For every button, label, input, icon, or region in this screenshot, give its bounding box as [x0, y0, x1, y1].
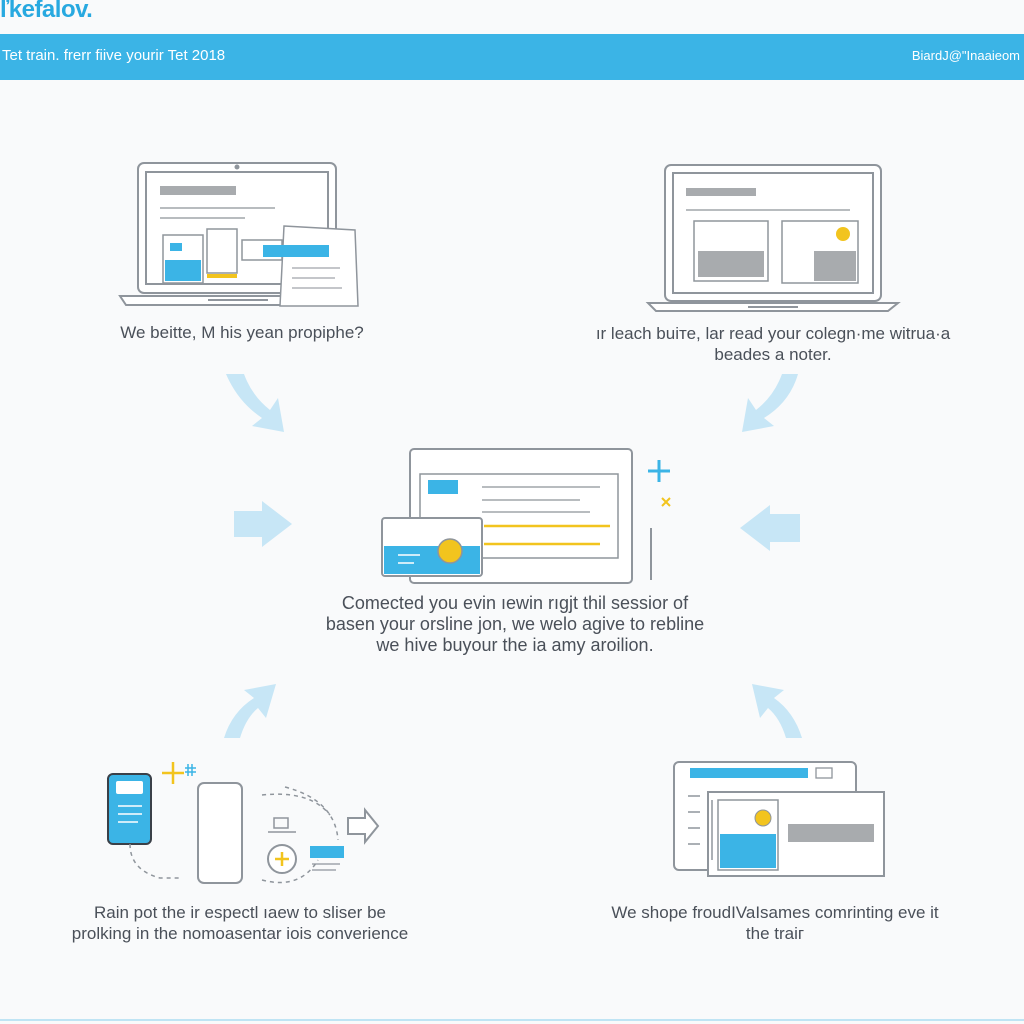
header-banner: Tet train. frerr fiive yourir Tet 2018 B… — [0, 34, 1024, 80]
caption-center: Comected you evin ıewin rıgjt thil sessi… — [325, 593, 705, 655]
arrow-mid-left — [234, 501, 292, 547]
caption-top-left: We beitte, M his yean propiphe? — [120, 323, 364, 342]
banner-title: Tet train. frerr fiive yourir Tet 2018 — [2, 47, 226, 64]
arrow-bottom-right — [752, 684, 802, 738]
caption-top-right: ır leach buiте, lar read your colegn·me … — [595, 324, 951, 364]
laptop-with-panels-icon — [645, 164, 901, 312]
laptop-right-panels — [693, 220, 859, 284]
mobile-device-icon — [107, 762, 380, 884]
brand-logo: ľkefalov. — [0, 0, 93, 23]
arrow-top-left — [226, 374, 284, 432]
plus-sparkle-icon — [648, 460, 671, 507]
arrow-mid-right — [740, 505, 800, 551]
bottom-divider — [0, 1019, 1024, 1021]
laptop-left-card-stack — [162, 225, 359, 307]
tablet-with-card-icon — [673, 761, 885, 877]
laptop-left-text-lines — [160, 207, 275, 219]
monitor-with-card-icon — [381, 448, 652, 584]
caption-bottom-right: We shope froudIVaIsames comrinting eve i… — [611, 903, 939, 943]
arrow-top-right — [742, 374, 798, 432]
arrow-bottom-left — [224, 684, 276, 738]
flow-arrows — [224, 374, 802, 738]
laptop-right-title-bar — [686, 188, 756, 196]
banner-contact[interactable]: BiardJ@"Inaaieom — [911, 48, 1020, 63]
laptop-left-title-bar — [160, 186, 236, 195]
caption-bottom-left: Rain pot the ir espectl ıаew to sliser b… — [71, 903, 409, 943]
